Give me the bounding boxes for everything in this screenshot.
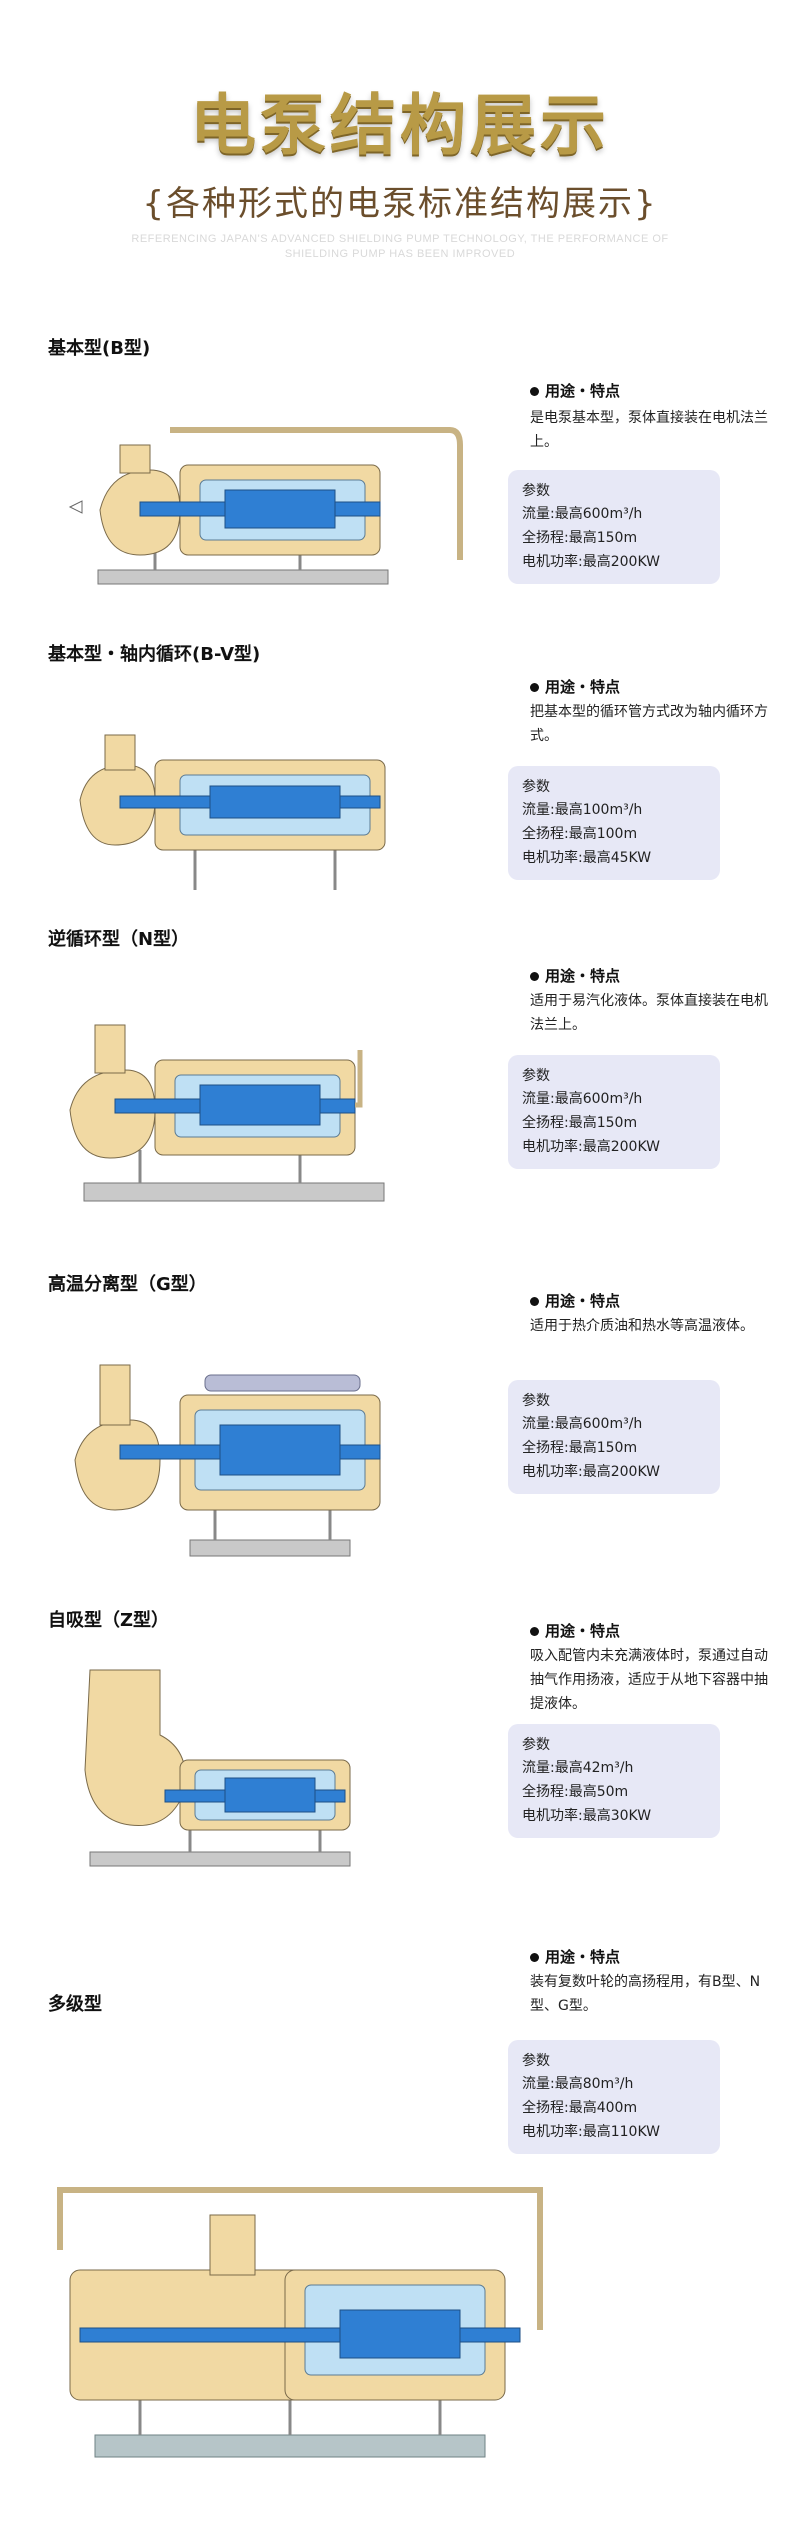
usage-heading-label: 用途・特点 — [545, 678, 621, 696]
usage-text: 适用于易汽化液体。泵体直接装在电机法兰上。 — [530, 993, 768, 1033]
flow-spec: 流量:最高80m³/h — [522, 2076, 634, 2092]
param-label: 参数 — [522, 2053, 550, 2069]
section-b-type: 基本型(B型) 用途・特点 是电泵基本型，泵体直接装在电机法兰上。 参数 流量:… — [0, 330, 800, 630]
usage-heading: 用途・特点 — [530, 380, 620, 401]
usage-text: 是电泵基本型，泵体直接装在电机法兰上。 — [530, 410, 768, 450]
usage-text: 装有复数叶轮的高扬程用，有B型、N型、G型。 — [530, 1974, 761, 2014]
section-title: 多级型 — [48, 1994, 102, 2015]
usage-heading-label: 用途・特点 — [545, 1292, 621, 1310]
page-header: 电泵结构展示 {各种形式的电泵标准结构展示} REFERENCING JAPAN… — [0, 0, 800, 300]
usage-heading: 用途・特点 — [530, 965, 620, 986]
param-box: 参数 流量:最高100m³/h 全扬程:最高100m 电机功率:最高45KW — [508, 766, 720, 880]
param-label: 参数 — [522, 1068, 550, 1084]
bullet-icon — [530, 972, 539, 981]
head-spec: 全扬程:最高150m — [522, 530, 638, 546]
section-title: 基本型・轴内循环(B-V型) — [48, 644, 261, 665]
param-box: 参数 流量:最高600m³/h 全扬程:最高150m 电机功率:最高200KW — [508, 1055, 720, 1169]
pump-diagram-b — [68, 427, 463, 585]
pump-diagram-n — [69, 1024, 385, 1202]
bullet-icon — [530, 683, 539, 692]
power-spec: 电机功率:最高200KW — [522, 1464, 660, 1480]
param-label: 参数 — [522, 483, 550, 499]
param-label: 参数 — [522, 1393, 550, 1409]
param-box: 参数 流量:最高42m³/h 全扬程:最高50m 电机功率:最高30KW — [508, 1724, 720, 1838]
usage-heading-label: 用途・特点 — [545, 382, 621, 400]
page-subtitle: {各种形式的电泵标准结构展示} — [142, 184, 658, 224]
bullet-icon — [530, 1297, 539, 1306]
usage-heading: 用途・特点 — [530, 676, 620, 697]
section-bv-type: 基本型・轴内循环(B-V型) 用途・特点 把基本型的循环管方式改为轴内循环方式。… — [0, 640, 800, 900]
section-title: 自吸型（Z型） — [48, 1610, 170, 1631]
usage-text: 适用于热介质油和热水等高温液体。 — [530, 1318, 754, 1334]
power-spec: 电机功率:最高110KW — [522, 2124, 660, 2140]
flow-spec: 流量:最高600m³/h — [522, 1416, 643, 1432]
section-title: 基本型(B型) — [48, 338, 151, 359]
section-g-type: 高温分离型（G型） 用途・特点 适用于热介质油和热水等高温液体。 参数 流量:最… — [0, 1270, 800, 1590]
flow-spec: 流量:最高42m³/h — [522, 1760, 634, 1776]
pump-diagram-g — [74, 1364, 381, 1557]
usage-heading: 用途・特点 — [530, 1946, 620, 1967]
bullet-icon — [530, 387, 539, 396]
flow-spec: 流量:最高100m³/h — [522, 802, 643, 818]
param-box: 参数 流量:最高600m³/h 全扬程:最高150m 电机功率:最高200KW — [508, 470, 720, 584]
param-box: 参数 流量:最高600m³/h 全扬程:最高150m 电机功率:最高200KW — [508, 1380, 720, 1494]
usage-heading: 用途・特点 — [530, 1620, 620, 1641]
usage-heading-label: 用途・特点 — [545, 1948, 621, 1966]
english-tagline: REFERENCING JAPAN'S ADVANCED SHIELDING P… — [131, 233, 669, 260]
flow-spec: 流量:最高600m³/h — [522, 1091, 643, 1107]
head-spec: 全扬程:最高400m — [522, 2100, 638, 2116]
param-box: 参数 流量:最高80m³/h 全扬程:最高400m 电机功率:最高110KW — [508, 2040, 720, 2154]
power-spec: 电机功率:最高45KW — [522, 850, 652, 866]
usage-heading-label: 用途・特点 — [545, 967, 621, 985]
head-spec: 全扬程:最高150m — [522, 1115, 638, 1131]
head-spec: 全扬程:最高150m — [522, 1440, 638, 1456]
bullet-icon — [530, 1627, 539, 1636]
page-title: 电泵结构展示 — [190, 86, 610, 164]
usage-heading-label: 用途・特点 — [545, 1622, 621, 1640]
flow-spec: 流量:最高600m³/h — [522, 506, 643, 522]
section-title: 逆循环型（N型） — [48, 929, 190, 950]
head-spec: 全扬程:最高50m — [522, 1784, 629, 1800]
section-title: 高温分离型（G型） — [48, 1274, 207, 1295]
param-label: 参数 — [522, 779, 550, 795]
pump-diagram-multistage — [57, 2187, 543, 2458]
usage-text: 把基本型的循环管方式改为轴内循环方式。 — [530, 704, 768, 744]
power-spec: 电机功率:最高200KW — [522, 554, 660, 570]
usage-text: 吸入配管内未充满液体时，泵通过自动抽气作用扬液，适应于从地下容器中抽提液体。 — [530, 1648, 768, 1712]
usage-heading: 用途・特点 — [530, 1290, 620, 1311]
power-spec: 电机功率:最高30KW — [522, 1808, 652, 1824]
section-z-type: 自吸型（Z型） 用途・特点 吸入配管内未充满液体时，泵通过自动抽气作用扬液，适应… — [0, 1600, 800, 1930]
pump-diagram-bv — [79, 734, 386, 890]
bullet-icon — [530, 1953, 539, 1962]
section-n-type: 逆循环型（N型） 用途・特点 适用于易汽化液体。泵体直接装在电机法兰上。 参数 … — [0, 925, 800, 1225]
power-spec: 电机功率:最高200KW — [522, 1139, 660, 1155]
param-label: 参数 — [522, 1737, 550, 1753]
section-multistage: 多级型 用途・特点 装有复数叶轮的高扬程用，有B型、N型、G型。 参数 流量:最… — [0, 1940, 800, 2530]
pump-diagram-z — [84, 1669, 351, 1867]
head-spec: 全扬程:最高100m — [522, 826, 638, 842]
